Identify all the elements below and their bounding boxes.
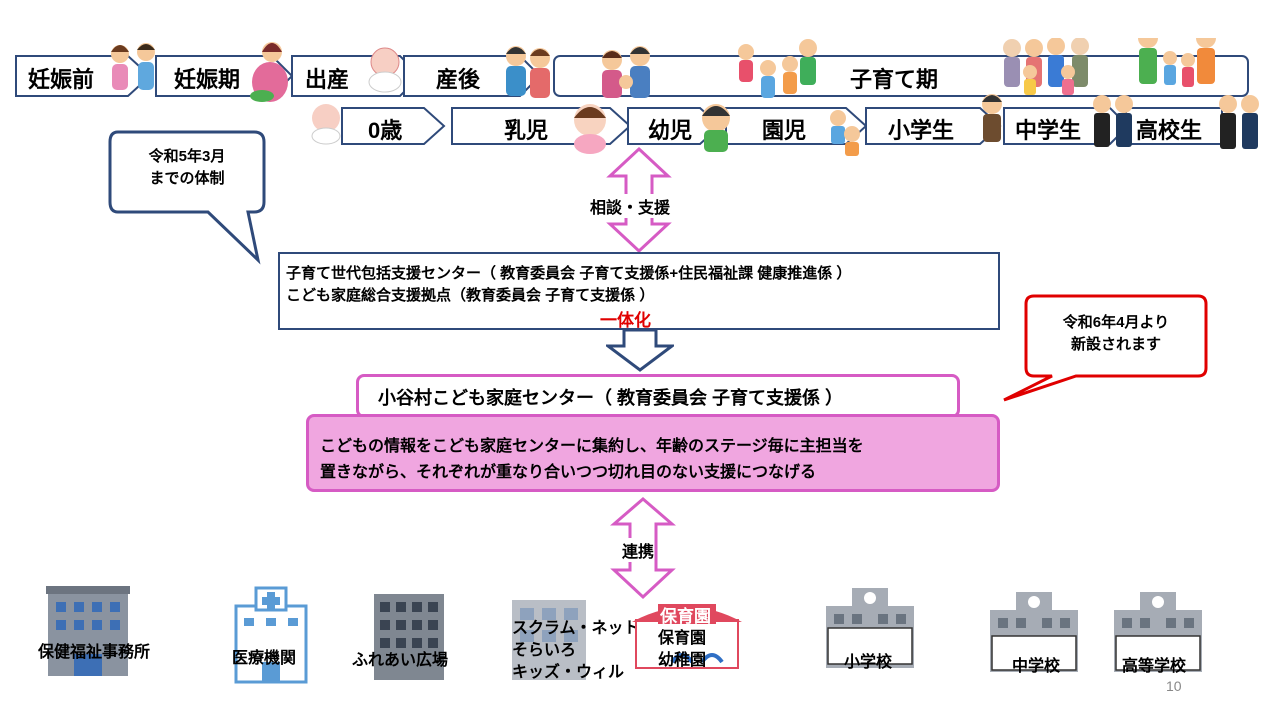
page-number: 10 [1166,678,1182,694]
callout-new-line1: 令和6年4月より [1062,314,1170,331]
stage-age0-label: 0歳 [368,118,403,143]
scrum-net-line3: キッズ・ウィル [512,664,625,681]
scrum-net-building-icon [512,600,586,680]
parent-with-baby-icon [506,46,550,98]
nursery-kindergarten-label: 保育園 幼稚園 [658,628,706,672]
callout-old-line1: 令和5年3月 [148,148,226,165]
high-school-students-icon [1219,95,1259,149]
callout-new-system-text: 令和6年4月より 新設されます [1030,312,1202,356]
couple-icon [111,43,155,90]
stage-child-rearing-label: 子育て期 [850,67,939,92]
junior-high-school-icon [990,592,1078,672]
baby-icon [311,104,341,145]
medical-label: 医療機関 [232,650,297,667]
callout-new-line2: 新設されます [1070,336,1161,353]
three-generation-family-icon [1003,38,1089,95]
stage-pregnancy-label: 妊娠期 [174,67,241,92]
old-system-line1: 子育て世代包括支援センター（ 教育委員会 子育て支援係+住民福祉課 健康推進係 … [286,265,852,282]
elementary-school-label: 小学校 [844,654,893,671]
old-system-box [278,252,1000,330]
scrum-net-line2: そらいろ [512,642,577,659]
callout-old-system-bubble [108,130,266,265]
integration-label: 一体化 [600,311,651,330]
elementary-student-icon [982,94,1002,142]
nursery-building-icon [632,604,742,669]
center-desc-line1: こどもの情報をこども家庭センターに集約し、年齢のステージ毎に主担当を [320,438,864,455]
high-school-label: 高等学校 [1122,658,1187,675]
cooperation-label: 連携 [622,538,655,562]
nursery-label: 保育園 [658,630,707,647]
callout-old-line2: までの体制 [149,170,225,187]
family-with-child-icon [602,46,650,98]
health-office-label: 保健福祉事務所 [38,644,151,661]
kindergarten-label: 幼稚園 [658,652,707,669]
center-title: 小谷村こども家庭センター（ 教育委員会 子育て支援係 ） [378,388,844,408]
stage-elementary-label: 小学生 [888,118,955,143]
children-group-icon [738,39,817,98]
stage-age0-box [341,107,446,145]
junior-high-students-icon [1093,95,1133,147]
stage-kindergarten-label: 園児 [762,118,807,143]
junior-high-school-label: 中学校 [1012,658,1061,675]
stage-toddler-label: 幼児 [648,118,693,143]
stage-pre-pregnancy-label: 妊娠前 [28,67,95,92]
stage-high-school-label: 高校生 [1136,118,1203,143]
infant-icon [574,104,606,154]
consult-support-label: 相談・支援 [590,194,671,218]
kindergarten-kids-icon [830,110,860,156]
scrum-net-line1: スクラム・ネット [512,620,640,637]
old-system-line2: こども家庭総合支援拠点（教育委員会 子育て支援係 ） [286,287,655,304]
stage-junior-high-label: 中学生 [1015,118,1082,143]
high-school-icon [1114,592,1202,672]
center-desc-line2: 置きながら、それぞれが重なり合いつつ切れ目のない支援につなげる [320,464,817,481]
people-illustrations [111,38,1259,156]
stage-infant-label: 乳児 [504,118,549,143]
stage-arrows-top [15,55,1249,145]
family-right-icon [1138,38,1216,87]
stage-birth-label: 出産 [305,67,350,92]
baby-crying-icon [368,47,402,93]
nursery-sign-label: 保育園 [660,607,711,626]
fureai-label: ふれあい広場 [352,652,449,669]
toddler-icon [702,104,730,152]
callout-new-system-bubble [1003,294,1208,402]
elementary-school-icon [826,588,914,668]
pregnant-woman-icon [250,42,288,102]
callout-old-system-text: 令和5年3月 までの体制 [112,146,262,190]
integration-down-arrow [606,328,674,372]
fureai-building-icon [374,594,444,680]
health-office-building-icon [46,586,130,676]
stage-postpartum-label: 産後 [436,67,481,92]
hospital-building-icon [234,586,308,684]
center-desc-box [306,414,1000,492]
scrum-net-label: スクラム・ネット そらいろ キッズ・ウィル [512,618,640,684]
stage-high-school-box [1125,107,1223,145]
